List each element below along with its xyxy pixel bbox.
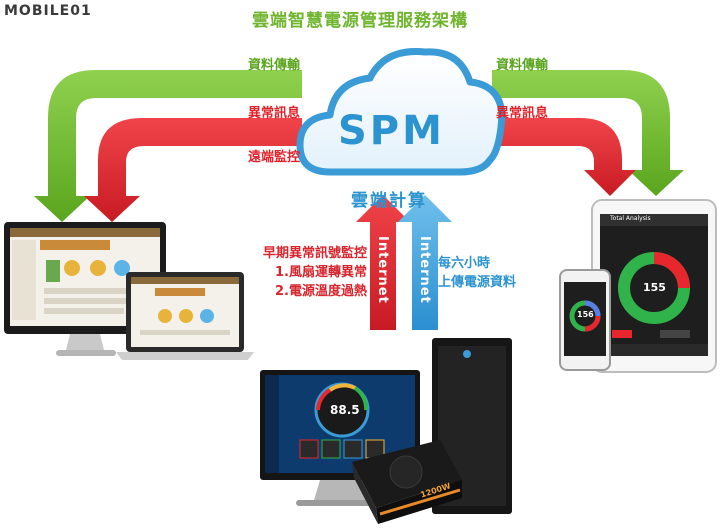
internet-blue-arrow xyxy=(398,195,452,330)
left-remote-label: 遠端監控 xyxy=(248,150,301,165)
psu-unit xyxy=(352,440,462,524)
page-title: 雲端智慧電源管理服務架構 xyxy=(252,11,468,31)
phone-value: 156 xyxy=(577,310,594,319)
early-warning-note: 早期異常訊號監控 1.風扇運轉異常 2.電源溫度過熱 xyxy=(245,244,367,301)
right-red-arrow xyxy=(492,118,636,196)
bottom-monitor xyxy=(260,370,420,506)
phone xyxy=(559,269,611,371)
internet-red-label: Internet xyxy=(375,236,390,304)
gauge-value: 88.5 xyxy=(330,403,360,417)
left-anomaly-label: 異常訊息 xyxy=(248,106,301,121)
right-green-arrow xyxy=(492,70,684,196)
cloud-shape xyxy=(296,48,506,176)
left-green-arrow xyxy=(34,70,302,222)
internet-red-arrow xyxy=(356,195,410,330)
early-warning-line2: 1.風扇運轉異常 xyxy=(275,265,367,280)
tablet xyxy=(591,199,717,373)
laptop xyxy=(116,272,254,360)
upload-line2: 上傳電源資料 xyxy=(438,275,517,290)
upload-line1: 每六小時 xyxy=(438,256,491,271)
early-warning-line1: 早期異常訊號監控 xyxy=(262,246,367,261)
left-data-transfer-label: 資料傳輸 xyxy=(248,58,301,73)
cloud-title: SPM xyxy=(338,108,445,154)
tablet-header: Total Analysis xyxy=(610,215,651,222)
left-red-arrow xyxy=(84,118,302,222)
tablet-value: 155 xyxy=(643,281,666,294)
early-warning-line3: 2.電源溫度過熱 xyxy=(275,284,367,299)
right-data-transfer-label: 資料傳輸 xyxy=(496,58,549,73)
internet-blue-label: Internet xyxy=(417,236,432,304)
right-anomaly-label: 異常訊息 xyxy=(496,106,549,121)
cloud-caption: 雲端計算 xyxy=(351,191,427,211)
mobile01-logo: MOBILE01 xyxy=(4,3,92,19)
upload-note: 每六小時 上傳電源資料 xyxy=(438,254,516,292)
